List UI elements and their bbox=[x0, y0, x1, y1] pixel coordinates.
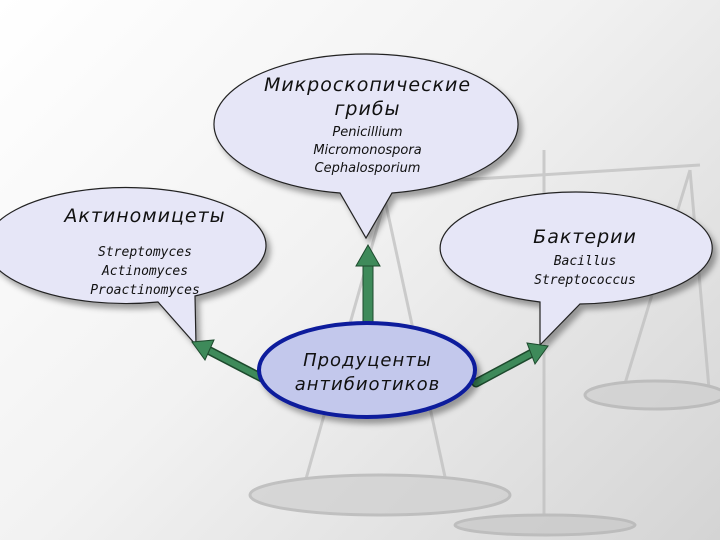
actinomycetes-bubble bbox=[0, 186, 267, 347]
actinomycetes-item: Proactinomyces bbox=[90, 283, 200, 298]
center-ellipse bbox=[257, 321, 477, 419]
fungi-items: Penicillium Micromonospora Cephalosporiu… bbox=[270, 124, 465, 178]
actinomycetes-items: Streptomyces Actinomyces Proactinomyces bbox=[70, 243, 220, 300]
fungi-item: Micromonospora bbox=[313, 143, 422, 158]
fungi-item: Penicillium bbox=[332, 125, 403, 140]
actinomycetes-item: Streptomyces bbox=[98, 245, 192, 260]
fungi-bubble bbox=[213, 53, 519, 240]
arrow-left bbox=[191, 339, 267, 383]
center-line2: антибиотиков bbox=[294, 374, 441, 395]
actinomycetes-title: Актиномицеты bbox=[64, 205, 226, 227]
fungi-title-line2: грибы bbox=[334, 98, 401, 120]
arrow-up bbox=[355, 243, 381, 331]
fungi-item: Cephalosporium bbox=[314, 161, 421, 176]
actinomycetes-item: Actinomyces bbox=[101, 264, 189, 279]
bacteria-bubble bbox=[439, 191, 713, 347]
bacteria-item: Streptococcus bbox=[534, 273, 636, 288]
background-scales-decoration bbox=[248, 150, 720, 537]
fungi-title-line1: Микроскопические bbox=[263, 74, 472, 96]
bacteria-items: Bacillus Streptococcus bbox=[510, 252, 660, 290]
arrow-right bbox=[471, 342, 549, 388]
bacteria-title: Бактерии bbox=[533, 226, 637, 248]
center-line1: Продуценты bbox=[303, 350, 432, 371]
bacteria-item: Bacillus bbox=[553, 254, 617, 269]
